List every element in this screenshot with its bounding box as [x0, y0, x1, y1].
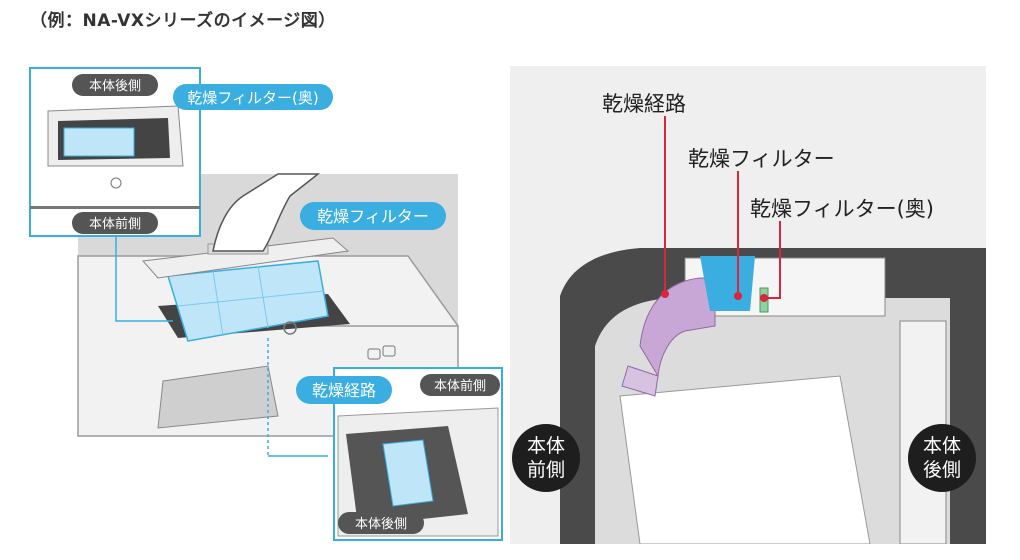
connector-line [115, 236, 173, 322]
dry-path-bellows [621, 365, 659, 397]
cross-section-svg: 乾燥経路 乾燥フィルター 乾燥フィルター(奥) 本体 前側 本体 後側 [512, 92, 986, 544]
callout-filter-back [173, 84, 333, 110]
hand-illustration [212, 173, 321, 252]
callout-dry-path-text: 乾燥経路 [312, 381, 376, 400]
label-filter: 乾燥フィルター [688, 147, 835, 171]
badge-body-back-2 [338, 512, 424, 534]
washer-knob [283, 321, 297, 335]
figure-caption: （例：NA-VXシリーズのイメージ図） [30, 11, 336, 31]
callout-filter [300, 202, 446, 230]
badge-body-front [72, 212, 158, 234]
body-back-line1: 本体 [923, 435, 961, 457]
label-dry-path: 乾燥経路 [602, 92, 686, 116]
marker-filter [734, 292, 742, 300]
control-button [367, 348, 381, 360]
body-back-circle [908, 424, 976, 492]
badge-body-front-text: 本体前側 [89, 216, 141, 232]
inset-bottom-duct [382, 439, 434, 507]
body-front-line1: 本体 [527, 435, 565, 457]
washer-lid-panel [157, 365, 279, 429]
inset-top: 本体後側 本体前側 [29, 67, 201, 237]
washer-top-illustration: 本体後側 本体前側 乾燥フィルター(奥) 乾燥フィルター 本体前側 本体後側 乾… [28, 66, 504, 544]
marker-filter-back [760, 294, 768, 302]
leader-filter-back [766, 221, 781, 299]
washer-top-svg: 本体後側 本体前側 乾燥フィルター(奥) 乾燥フィルター 本体前側 本体後側 乾… [29, 67, 503, 541]
label-filter-back: 乾燥フィルター(奥) [750, 197, 934, 221]
dryer-filter-lid [141, 237, 350, 279]
body-back-line2: 後側 [923, 459, 961, 481]
control-button [382, 345, 396, 357]
badge-body-back [72, 74, 158, 96]
body-front-circle [512, 424, 580, 492]
body-front-line2: 前側 [527, 459, 565, 481]
callout-filter-text: 乾燥フィルター [317, 207, 429, 226]
filter-grid-line [177, 290, 325, 307]
inset-top-divider [30, 206, 200, 209]
inset-top-knob [110, 177, 122, 189]
badge-body-back-2-text: 本体後側 [355, 517, 407, 532]
filter-grid-line [212, 270, 224, 337]
callout-filter-back-text: 乾燥フィルター(奥) [187, 89, 318, 107]
washer-drum [619, 375, 871, 544]
marker-dry-path [661, 290, 669, 298]
badge-body-back-text: 本体後側 [89, 79, 141, 94]
badge-body-front-2-text: 本体前側 [434, 378, 486, 394]
callout-dry-path [296, 376, 392, 404]
badge-body-front-2 [420, 374, 500, 396]
dryer-filter-basket [167, 260, 329, 342]
dryer-cross-section: 乾燥経路 乾燥フィルター 乾燥フィルター(奥) 本体 前側 本体 後側 [510, 66, 986, 544]
inset-top-filter [63, 127, 135, 157]
